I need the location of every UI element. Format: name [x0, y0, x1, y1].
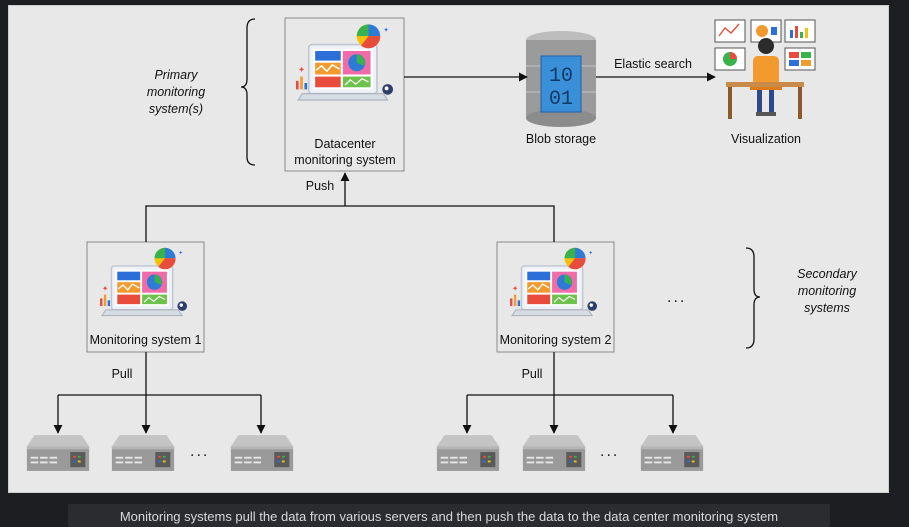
diagram-svg: ✦ ✦	[26, 17, 816, 471]
figure-caption: Monitoring systems pull the data from va…	[119, 509, 779, 524]
database-icon	[526, 31, 596, 127]
monitor-1-label: Monitoring system 1	[89, 333, 202, 347]
more-servers-1-ellipsis: ...	[190, 443, 210, 460]
more-servers-2-ellipsis: ...	[600, 443, 620, 460]
diagram-canvas: ✦ ✦	[8, 5, 889, 493]
caption-bar: Monitoring systems pull the data from va…	[68, 504, 830, 527]
primary-bracket-label: Primary monitoring system(s)	[146, 68, 206, 116]
edge-push-label: Push	[305, 179, 335, 193]
edge-elastic-label: Elastic search	[614, 57, 692, 71]
storage-icon-digits-2: 01	[549, 88, 573, 111]
datacenter-node-label: Datacenter monitoring system	[294, 137, 396, 167]
primary-bracket	[240, 18, 256, 166]
server-2a-icon	[436, 435, 500, 471]
storage-icon-digits-1: 10	[549, 65, 573, 88]
visualization-label: Visualization	[731, 132, 801, 146]
person-at-desk-icon	[714, 19, 816, 119]
storage-label: Blob storage	[525, 132, 597, 146]
edge-pull-1-label: Pull	[111, 367, 133, 381]
monitor-2-label: Monitoring system 2	[499, 333, 612, 347]
secondary-bracket	[745, 247, 761, 349]
edge-pull-2-label: Pull	[521, 367, 543, 381]
more-monitors-ellipsis: ...	[667, 289, 687, 306]
edge-push-tree	[145, 205, 555, 242]
server-1b-icon	[111, 435, 175, 471]
server-1a-icon	[26, 435, 90, 471]
secondary-bracket-label: Secondary monitoring systems	[797, 267, 857, 315]
server-2b-icon	[522, 435, 586, 471]
server-1c-icon	[230, 435, 294, 471]
server-2c-icon	[640, 435, 704, 471]
